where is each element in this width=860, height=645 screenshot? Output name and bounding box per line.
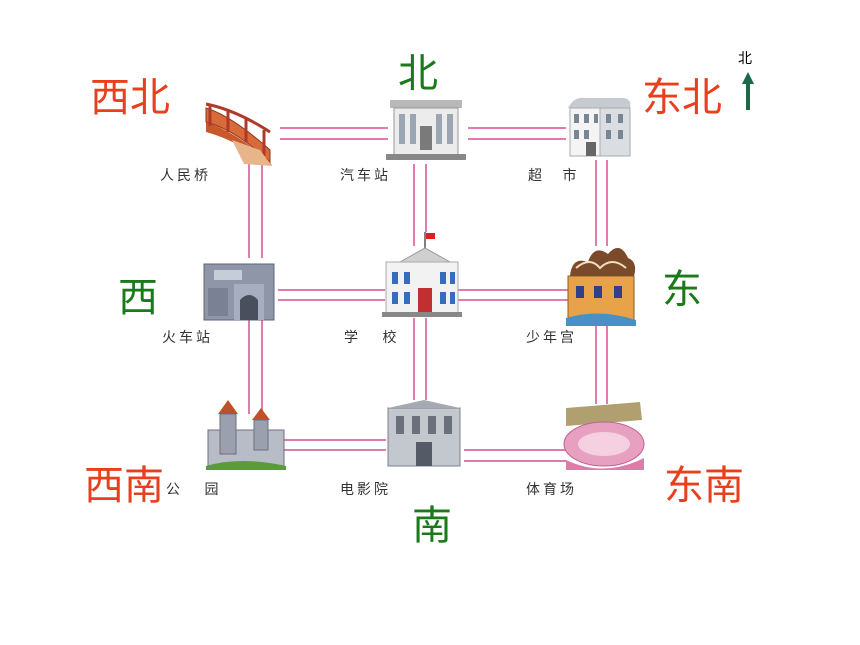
direction-southwest: 西南 (84, 463, 164, 509)
north-arrow-icon (742, 72, 754, 110)
place-label-train-station: 火车站 (162, 330, 213, 346)
road-right-upper (595, 160, 608, 246)
road-right-lower (595, 326, 608, 404)
place-label-bus-station: 汽车站 (340, 168, 391, 184)
road-top-left (280, 127, 388, 140)
school-icon (382, 232, 462, 317)
place-label-youth-palace: 少年宫 (526, 330, 577, 346)
place-label-school: 学 校 (344, 330, 407, 346)
direction-south: 南 (412, 503, 452, 549)
road-left-upper (248, 162, 263, 258)
road-center-lower (413, 318, 427, 400)
bus-station-icon (386, 100, 466, 160)
compass: 北 (736, 48, 760, 112)
cinema-icon (387, 400, 461, 467)
youth-palace-icon (566, 247, 636, 326)
direction-southeast: 东南 (664, 463, 744, 509)
road-top-right (468, 127, 566, 140)
bridge-icon (205, 102, 272, 166)
place-label-bridge: 人民桥 (160, 168, 211, 184)
place-label-stadium: 体育场 (526, 482, 577, 498)
stadium-icon (563, 402, 645, 470)
direction-east: 东 (662, 267, 702, 313)
place-label-park: 公 园 (166, 482, 229, 498)
roads (248, 127, 608, 462)
park-icon (206, 400, 286, 470)
road-middle-right (458, 289, 570, 301)
flag-icon (426, 233, 435, 239)
road-center-upper (413, 164, 427, 246)
road-bottom-right (464, 449, 566, 462)
direction-northwest: 西北 (90, 75, 170, 121)
road-middle-left (278, 289, 385, 301)
compass-label: 北 (738, 51, 752, 67)
place-label-supermarket: 超 市 (528, 168, 585, 184)
direction-west: 西 (118, 275, 158, 321)
supermarket-icon (568, 97, 631, 157)
place-label-cinema: 电影院 (340, 482, 391, 498)
road-bottom-left (284, 439, 386, 451)
train-station-icon (203, 263, 275, 321)
direction-north: 北 (398, 51, 438, 97)
road-left-lower (248, 320, 263, 414)
direction-northeast: 东北 (642, 75, 722, 121)
